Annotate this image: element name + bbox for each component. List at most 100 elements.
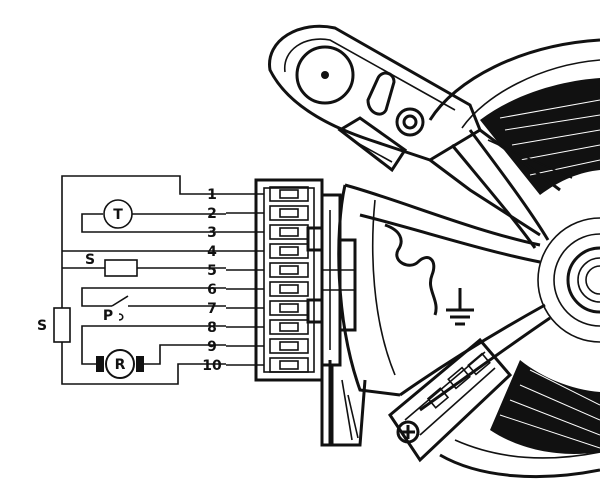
housing-outer-arc-top bbox=[428, 38, 600, 121]
end-shield-inner-edge bbox=[371, 199, 396, 376]
terminal-cell-4 bbox=[269, 243, 309, 259]
terminal-contact-3 bbox=[279, 227, 299, 237]
connector-clip-bottom bbox=[306, 298, 324, 324]
bracket-bolt-inner bbox=[402, 114, 418, 130]
terminal-contact-9 bbox=[279, 341, 299, 351]
ground-icon bbox=[446, 288, 474, 326]
mounting-bracket bbox=[268, 24, 573, 237]
spider-arm-top bbox=[468, 129, 550, 241]
terminal-contact-2 bbox=[279, 208, 299, 218]
wire-pin3 bbox=[81, 213, 226, 233]
connector-clip-top bbox=[306, 226, 324, 252]
motor-housing bbox=[337, 38, 600, 479]
spider-arm-lower-inner bbox=[419, 316, 551, 412]
foot-screw-head bbox=[396, 420, 420, 444]
rotor-brush-left bbox=[96, 356, 104, 372]
terminal-cell-1 bbox=[269, 186, 309, 202]
bracket-arm-lower bbox=[429, 158, 541, 237]
pulse-sensor-switch bbox=[111, 295, 129, 307]
terminal-connector bbox=[254, 178, 357, 447]
stator-winding-left-label: S bbox=[37, 318, 47, 334]
wire-pin9 bbox=[144, 344, 226, 365]
terminal-cell-10 bbox=[269, 357, 309, 373]
connector-cells bbox=[269, 186, 309, 373]
pin-number-5: 5 bbox=[207, 263, 217, 279]
connector-tail bbox=[320, 365, 334, 447]
stator-lamination-bottom bbox=[490, 360, 600, 454]
foot-bracket-detail bbox=[341, 379, 353, 441]
wire-pin6 bbox=[81, 287, 226, 307]
terminal-contact-6 bbox=[279, 284, 299, 294]
bracket-pivot-dot bbox=[321, 71, 329, 79]
rotor-ring-inner bbox=[566, 246, 600, 314]
foot-bracket-detail-2 bbox=[347, 394, 359, 439]
bracket-arm-upper bbox=[479, 128, 561, 192]
housing-inner-arc-bottom bbox=[454, 439, 600, 459]
pulse-sensor-mark bbox=[118, 313, 124, 321]
bracket-bolt-outer bbox=[395, 107, 425, 137]
bracket-tab bbox=[337, 116, 408, 173]
connector-inner bbox=[263, 187, 315, 373]
wire-pin1 bbox=[61, 175, 226, 268]
bracket-outline bbox=[268, 24, 482, 162]
foot-slot-3 bbox=[426, 387, 450, 409]
terminal-cell-6 bbox=[269, 281, 309, 297]
connector-latch bbox=[322, 193, 342, 367]
terminal-contact-8 bbox=[279, 322, 299, 332]
pin-number-7: 7 bbox=[207, 301, 217, 317]
spider-arm-upper bbox=[344, 183, 541, 247]
bracket-detail-line bbox=[487, 139, 573, 179]
terminal-cell-7 bbox=[269, 300, 309, 316]
terminal-contact-7 bbox=[279, 303, 299, 313]
bracket-tab-line bbox=[351, 139, 393, 163]
connector-body bbox=[254, 178, 324, 382]
stator-lamination-top bbox=[480, 78, 600, 195]
rotor-ring-mid bbox=[553, 233, 600, 327]
motor-rotor bbox=[105, 349, 135, 379]
terminal-contact-4 bbox=[279, 246, 299, 256]
terminal-cell-2 bbox=[269, 205, 309, 221]
housing-outer-arc-bottom bbox=[439, 453, 600, 479]
shaft bbox=[585, 265, 600, 295]
bottom-foot bbox=[328, 337, 513, 463]
wire-pin10 bbox=[61, 342, 226, 385]
terminal-cell-8 bbox=[269, 319, 309, 335]
foot-slot-1 bbox=[447, 366, 471, 390]
bracket-slot bbox=[366, 71, 396, 116]
thermal-protector-label: T bbox=[113, 207, 123, 223]
pin-number-9: 9 bbox=[207, 339, 217, 355]
wire-clip-profile bbox=[384, 223, 438, 316]
pin-number-6: 6 bbox=[207, 282, 217, 298]
foot-bracket-left bbox=[328, 360, 367, 447]
rotor-brush-right bbox=[136, 356, 144, 372]
mating-block bbox=[340, 238, 357, 332]
rotor-ring-outer bbox=[537, 217, 600, 343]
pin-number-4: 4 bbox=[207, 244, 217, 260]
stator-winding-upper-label: S bbox=[85, 252, 95, 268]
terminal-cell-3 bbox=[269, 224, 309, 240]
foot-outline bbox=[388, 337, 513, 463]
bracket-pivot-ring bbox=[295, 45, 355, 105]
foot-line-2 bbox=[419, 367, 496, 436]
foot-slot-2 bbox=[467, 352, 491, 376]
terminal-cell-5 bbox=[269, 262, 309, 278]
stator-winding-upper bbox=[104, 259, 138, 277]
spider-arm-upper-inner bbox=[359, 213, 541, 264]
spider-arm-top-inner bbox=[450, 144, 537, 249]
pin-number-3: 3 bbox=[207, 225, 217, 241]
bracket-inner-line bbox=[284, 38, 456, 111]
motor-rotor-label: R bbox=[115, 357, 126, 373]
schematic: T S P S R bbox=[37, 175, 226, 385]
pin-number-8: 8 bbox=[207, 320, 217, 336]
pulse-sensor-label: P bbox=[103, 308, 113, 324]
housing-inner-arc-top bbox=[461, 59, 600, 129]
terminal-contact-1 bbox=[279, 189, 299, 199]
terminal-contact-10 bbox=[279, 360, 299, 370]
pin-number-1: 1 bbox=[207, 187, 217, 203]
lamination-hatching bbox=[499, 99, 600, 449]
pin-number-10: 10 bbox=[202, 358, 222, 374]
terminal-cell-9 bbox=[269, 338, 309, 354]
